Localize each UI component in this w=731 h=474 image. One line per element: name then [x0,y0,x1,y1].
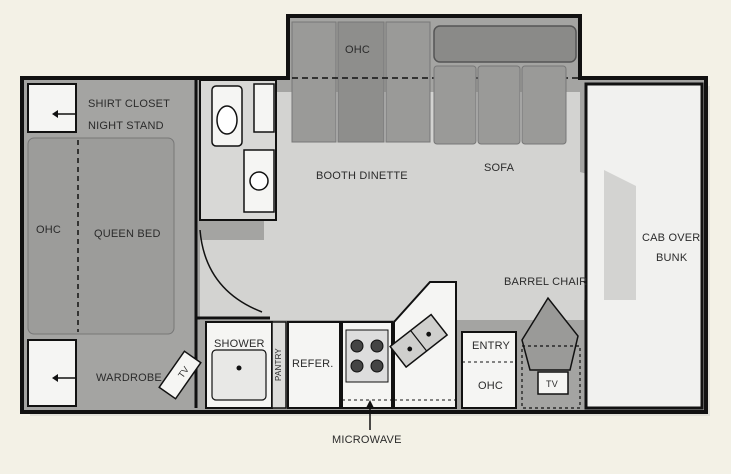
barrel-chair-label: BARREL CHAIR [504,276,588,288]
sofa-cushion-3 [521,65,567,145]
dinette-seat-rear [291,21,337,143]
microwave-label: MICROWAVE [332,434,402,446]
queen-bed-label: QUEEN BED [94,228,161,240]
bath-aisle [200,240,264,320]
cab-walls [584,82,704,410]
shower-label: SHOWER [214,338,265,350]
sofa-label: SOFA [484,162,515,174]
booth-dinette-label: BOOTH DINETTE [316,170,408,182]
sofa-cushion-1 [433,65,477,145]
exterior-walls [20,14,708,414]
ohc-dinette-label: OHC [345,44,371,56]
aisle-floor [264,92,630,320]
bunk-label: BUNK [656,252,688,264]
cab-over-label: CAB OVER [642,232,701,244]
shirt-closet-label: SHIRT CLOSET [88,98,171,110]
cab-area [586,84,702,408]
wardrobe-label: WARDROBE [96,372,162,384]
pantry [271,321,287,409]
entry-label: ENTRY [472,340,511,352]
ohc-entry-label: OHC [478,380,504,392]
sofa-back [433,25,577,63]
queen-bed [27,137,175,335]
front-tv-label: TV [546,379,558,389]
entry-ohc [461,331,517,409]
rear-tv [158,350,202,400]
barrel-chair [521,296,579,371]
wardrobe [27,339,77,407]
dinette-table [337,21,385,143]
night-stand-label: NIGHT STAND [88,120,164,132]
pantry-label: PANTRY [273,348,283,381]
dinette-seat-front [385,21,431,143]
door-swing [199,229,263,313]
refer-label: REFER. [292,358,334,370]
refrigerator [287,321,341,409]
ohc-bed-label: OHC [36,224,62,236]
bath-cabinet [253,83,275,133]
cab-floor [604,170,636,300]
shirt-closet [27,83,77,133]
front-tv [537,371,569,395]
sofa-cushion-2 [477,65,521,145]
sink [389,313,449,369]
